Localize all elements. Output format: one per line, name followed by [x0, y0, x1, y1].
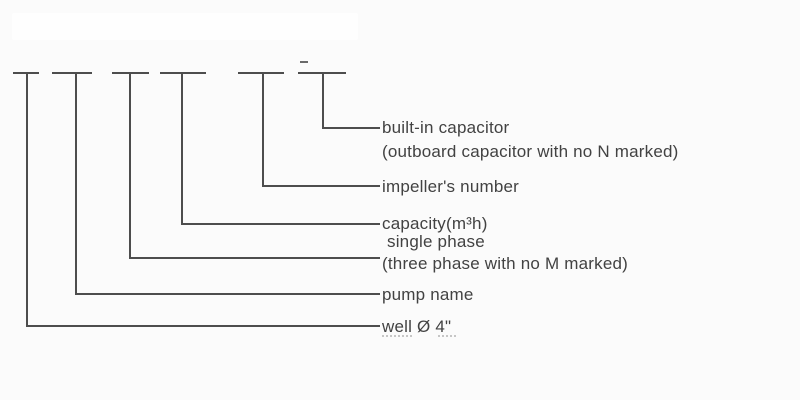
- label-well-diameter: well Ø 4": [382, 316, 451, 337]
- leader-line-impeller: [262, 185, 380, 187]
- label-pump-name-line1: pump name: [382, 285, 474, 304]
- label-impellers-number-line1: impeller's number: [382, 177, 520, 196]
- connector-vline-capacitor: [322, 72, 324, 129]
- connector-vline-phase: [129, 72, 131, 259]
- label-single-phase-line1: single phase: [387, 232, 485, 251]
- connector-vline-impeller: [262, 72, 264, 187]
- label-built-in-capacitor-line1: built-in capacitor: [382, 118, 510, 137]
- code-position-tick-5: [238, 72, 284, 74]
- label-pump-name: pump name: [382, 284, 474, 305]
- leader-line-capacity: [181, 223, 380, 225]
- label-impellers-number: impeller's number: [382, 176, 519, 197]
- leader-line-phase: [129, 257, 380, 259]
- stray-dash-mark: [300, 61, 308, 63]
- connector-vline-pump-name: [75, 72, 77, 295]
- dotted-underline-artifact: [438, 335, 456, 337]
- label-well-diameter-line1: well Ø 4": [382, 317, 452, 336]
- faded-model-code-area: [12, 13, 358, 40]
- label-capacity: capacity(m³h): [382, 213, 488, 234]
- connector-vline-well: [26, 72, 28, 327]
- connector-vline-capacity: [181, 72, 183, 225]
- label-single-phase-line2: (three phase with no M marked): [382, 254, 628, 273]
- leader-line-capacitor: [322, 127, 380, 129]
- leader-line-well: [26, 325, 380, 327]
- leader-line-pump-name: [75, 293, 380, 295]
- code-position-tick-4: [160, 72, 206, 74]
- label-single-phase: single phase (three phase with no M mark…: [382, 232, 628, 274]
- label-capacity-line1: capacity(m³h): [382, 214, 488, 233]
- code-position-tick-2: [52, 72, 92, 74]
- label-built-in-capacitor-line2: (outboard capacitor with no N marked): [382, 142, 679, 161]
- label-built-in-capacitor: built-in capacitor (outboard capacitor w…: [382, 117, 679, 162]
- dotted-underline-artifact: [382, 335, 412, 337]
